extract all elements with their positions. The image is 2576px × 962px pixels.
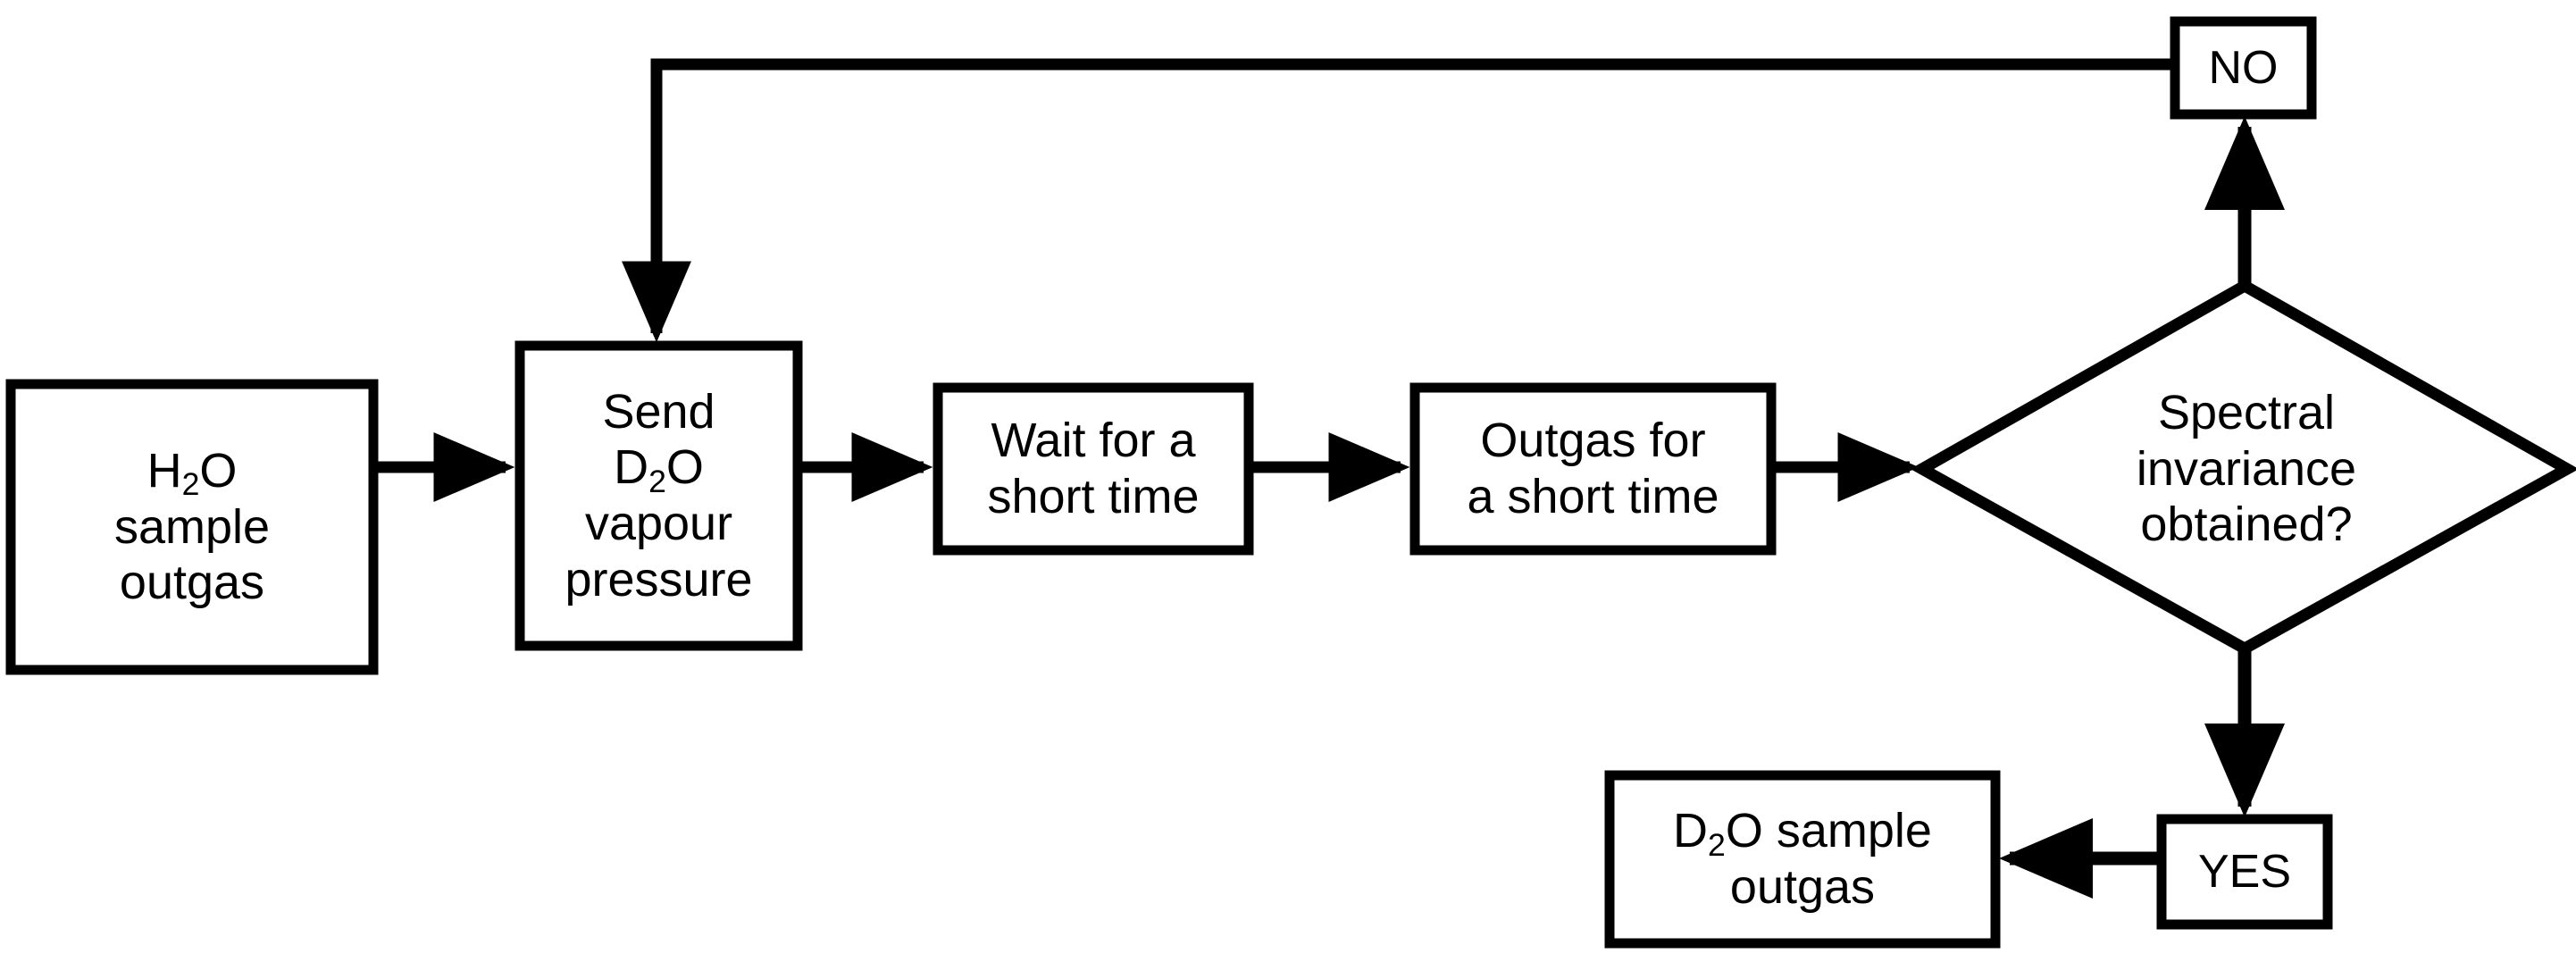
node-wait: [933, 382, 1254, 556]
node-no-branch: [2170, 16, 2317, 120]
edge-no-to-send-feedback: [622, 58, 2170, 343]
node-outgas-short: [1409, 382, 1777, 556]
node-send-d2o: [514, 340, 803, 651]
node-d2o-outgas: [1604, 770, 2001, 949]
node-yes-branch: [2156, 814, 2333, 930]
node-h2o-outgas: [5, 379, 379, 675]
node-decision-diamond: [1910, 279, 2576, 656]
